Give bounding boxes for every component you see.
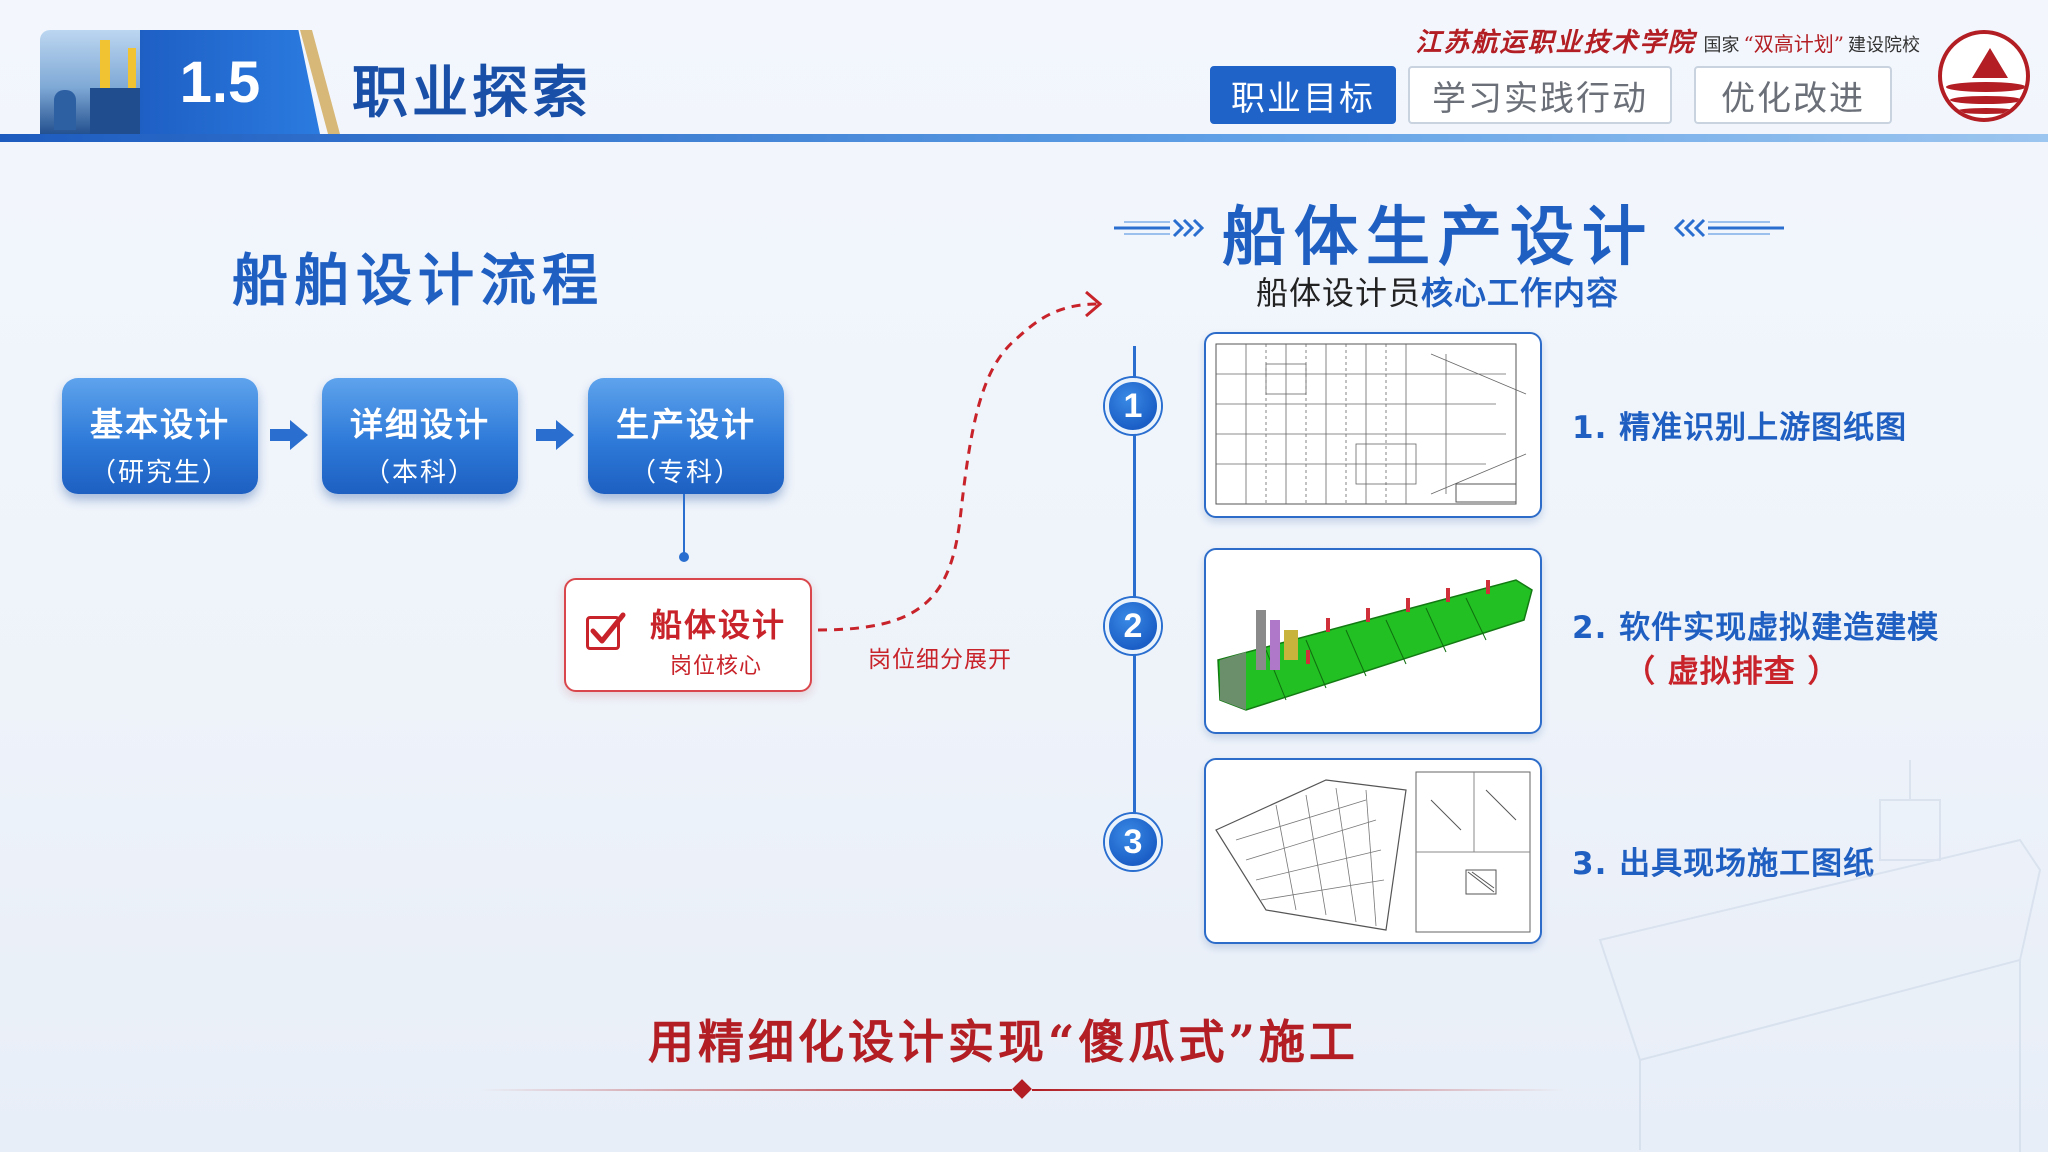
school-name: 江苏航运职业技术学院 [1415, 28, 1696, 58]
step-text-2: 2. 软件实现虚拟建造建模 [1572, 610, 1940, 646]
connector-line [683, 494, 685, 556]
ship-watermark [1598, 760, 2042, 1152]
title-right-chevron-icon [1674, 218, 1784, 238]
school-tag-prefix: 国家 [1703, 35, 1740, 56]
flow-step-detail-design: 详细设计 （本科） [322, 378, 518, 494]
footer-diamond-icon [1012, 1079, 1032, 1099]
detail-subtitle-prefix: 船体设计员 [1256, 274, 1422, 312]
step-text-1: 1. 精准识别上游图纸图 [1572, 410, 1908, 446]
expand-dashed-arrow [817, 290, 1103, 632]
core-role-subtitle: 岗位核心 [670, 654, 763, 679]
school-tag-suffix: 建设院校 [1848, 35, 1920, 56]
arrow-right-icon [270, 420, 308, 450]
upstream-drawing-image [1204, 332, 1542, 518]
flow-step-level: （专科） [629, 458, 742, 488]
timeline-line [1133, 346, 1136, 846]
header: 1.5 职业探索 江苏航运职业技术学院 国家 “双高计划” 建设院校 职业目标 … [0, 0, 2048, 145]
core-role-title: 船体设计 [650, 606, 787, 644]
footer-slogan: 用精细化设计实现“傻瓜式”施工 [648, 1015, 1359, 1069]
core-role-box: 船体设计 岗位核心 [564, 578, 812, 692]
flow-title: 船舶设计流程 [232, 249, 604, 314]
flow-step-name: 基本设计 [90, 405, 230, 444]
flow-step-level: （本科） [363, 458, 476, 488]
step-note-2: （ 虚拟排查 ） [1624, 646, 1840, 691]
page-title: 职业探索 [352, 61, 592, 126]
footer-line-left [480, 1089, 1012, 1091]
flow-step-name: 详细设计 [350, 405, 490, 444]
tab-optimize[interactable]: 优化改进 [1694, 66, 1892, 124]
checkbox-checked-icon [586, 612, 626, 650]
header-divider [0, 134, 2048, 142]
construction-drawing-image [1204, 758, 1542, 944]
detail-subtitle-emphasis: 核心工作内容 [1421, 274, 1620, 312]
3d-hull-model-image [1204, 548, 1542, 734]
footer-line-right [1032, 1089, 1564, 1091]
step-number-2: 2 [1105, 598, 1161, 654]
school-banner: 江苏航运职业技术学院 国家 “双高计划” 建设院校 [1416, 22, 1920, 59]
tab-learning-practice[interactable]: 学习实践行动 [1408, 66, 1672, 124]
detail-title: 船体生产设计 [1222, 201, 1654, 275]
expand-label: 岗位细分展开 [868, 647, 1012, 673]
step-number-3: 3 [1105, 814, 1161, 870]
school-tag-program: “双高计划” [1743, 32, 1844, 56]
flow-step-basic-design: 基本设计 （研究生） [62, 378, 258, 494]
step-text-3: 3. 出具现场施工图纸 [1572, 846, 1876, 882]
section-number: 1.5 [140, 30, 320, 134]
arrow-right-icon [536, 420, 574, 450]
flow-step-name: 生产设计 [616, 405, 756, 444]
title-left-chevron-icon [1114, 218, 1204, 238]
tab-career-goal[interactable]: 职业目标 [1210, 66, 1396, 124]
flow-step-level: （研究生） [89, 458, 230, 488]
school-logo [1938, 30, 2030, 122]
step-number-1: 1 [1105, 378, 1161, 434]
connector-dot [679, 552, 689, 562]
flow-step-production-design: 生产设计 （专科） [588, 378, 784, 494]
step-note-text: （ 虚拟排查 ） [1624, 654, 1840, 690]
detail-subtitle: 船体设计员核心工作内容 [1256, 268, 1619, 314]
